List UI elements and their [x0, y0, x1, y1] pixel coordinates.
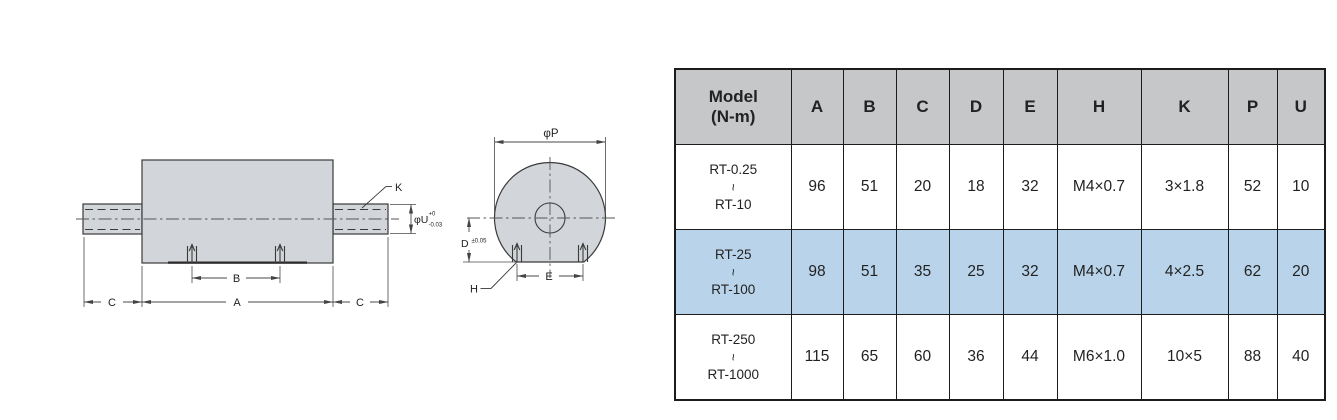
table-cell: 65 [842, 314, 897, 401]
table-cell: 51 [842, 229, 897, 315]
model-cell: RT-25 ~ RT-100 [674, 229, 792, 315]
model-cell: RT-0.25 ~ RT-10 [674, 144, 792, 230]
label-H: H [470, 284, 478, 296]
model-cell: RT-250 ~ RT-1000 [674, 314, 792, 401]
technical-drawing: B C A C φU +0 -0.03 [76, 128, 616, 309]
keyway-dashed-lines [85, 209, 386, 230]
dim-label-A: A [233, 297, 241, 309]
table-cell: 35 [895, 229, 950, 315]
table-cell: 62 [1227, 229, 1278, 315]
extension-lines-front [463, 137, 606, 281]
column-header-A: A [790, 68, 844, 145]
leader-K [361, 186, 392, 209]
table-cell: 10 [1276, 144, 1326, 230]
model-range-to: RT-100 [711, 281, 756, 297]
table-cell: 40 [1276, 314, 1326, 401]
dim-label-U: φU [414, 214, 428, 226]
column-header-U: U [1276, 68, 1326, 145]
table-cell: M6×1.0 [1056, 314, 1142, 401]
dimension-table-container: Model (N-m) A B C D E H K P U RT [674, 68, 1326, 401]
front-view: φP D ±0.05 E [461, 128, 616, 296]
header-row: Model (N-m) A B C D E H K P U [674, 68, 1326, 145]
column-header-D: D [948, 68, 1004, 145]
table-cell: 10×5 [1140, 314, 1229, 401]
table-cell: 44 [1002, 314, 1058, 401]
table-row-highlighted: RT-25 ~ RT-100 98 51 35 25 32 M4×0.7 4×2… [674, 229, 1326, 315]
header-model-line1: Model [708, 86, 758, 106]
table-cell: 25 [948, 229, 1004, 315]
table-cell: M4×0.7 [1056, 144, 1142, 230]
table-cell: 4×2.5 [1140, 229, 1229, 315]
dimension-table: Model (N-m) A B C D E H K P U RT [674, 68, 1326, 401]
table-cell: 60 [895, 314, 950, 401]
table-row: RT-250 ~ RT-1000 115 65 60 36 44 M6×1.0 … [674, 314, 1326, 401]
table-cell: 96 [790, 144, 844, 230]
table-cell: 32 [1002, 229, 1058, 315]
dim-label-U-tol-lower: -0.03 [429, 223, 443, 229]
table-cell: 20 [1276, 229, 1326, 315]
dim-label-D-tol: ±0.05 [472, 239, 488, 245]
model-range-from: RT-250 [711, 331, 756, 347]
dim-label-U-tol-upper: +0 [429, 212, 437, 218]
table-cell: 20 [895, 144, 950, 230]
table-cell: 88 [1227, 314, 1278, 401]
table-cell: 36 [948, 314, 1004, 401]
table-cell: 32 [1002, 144, 1058, 230]
column-header-E: E [1002, 68, 1058, 145]
dim-label-E: E [545, 271, 552, 283]
model-range-from: RT-0.25 [709, 161, 758, 177]
column-header-P: P [1227, 68, 1278, 145]
model-range-from: RT-25 [714, 246, 752, 262]
leader-H [480, 262, 517, 289]
dim-label-C-right: C [356, 297, 364, 309]
table-cell: 18 [948, 144, 1004, 230]
model-range-separator: ~ [726, 268, 742, 277]
column-header-K: K [1140, 68, 1229, 145]
model-range-to: RT-10 [714, 196, 752, 212]
sensor-body [141, 159, 334, 264]
column-header-H: H [1056, 68, 1142, 145]
crosshair-centerlines [467, 157, 616, 278]
table-row: RT-0.25 ~ RT-10 96 51 20 18 32 M4×0.7 3×… [674, 144, 1326, 230]
dim-label-B: B [233, 273, 240, 285]
column-header-C: C [895, 68, 950, 145]
tapped-hole-symbol [511, 242, 589, 262]
table-cell: 51 [842, 144, 897, 230]
dim-label-P: φP [543, 128, 558, 140]
table-cell: 3×1.8 [1140, 144, 1229, 230]
column-header-model: Model (N-m) [674, 68, 792, 145]
column-header-B: B [842, 68, 897, 145]
table-cell: M4×0.7 [1056, 229, 1142, 315]
dim-label-D: D [461, 238, 469, 250]
tapped-hole-symbol [186, 243, 286, 263]
model-range-to: RT-1000 [707, 366, 760, 382]
side-view: B C A C φU +0 -0.03 [76, 159, 443, 309]
dim-label-C-left: C [108, 297, 116, 309]
header-model-line2: (N-m) [711, 107, 756, 126]
model-range-separator: ~ [726, 183, 742, 192]
table-cell: 115 [790, 314, 844, 401]
label-K: K [395, 182, 403, 194]
table-cell: 52 [1227, 144, 1278, 230]
table-cell: 98 [790, 229, 844, 315]
model-range-separator: ~ [726, 353, 742, 362]
